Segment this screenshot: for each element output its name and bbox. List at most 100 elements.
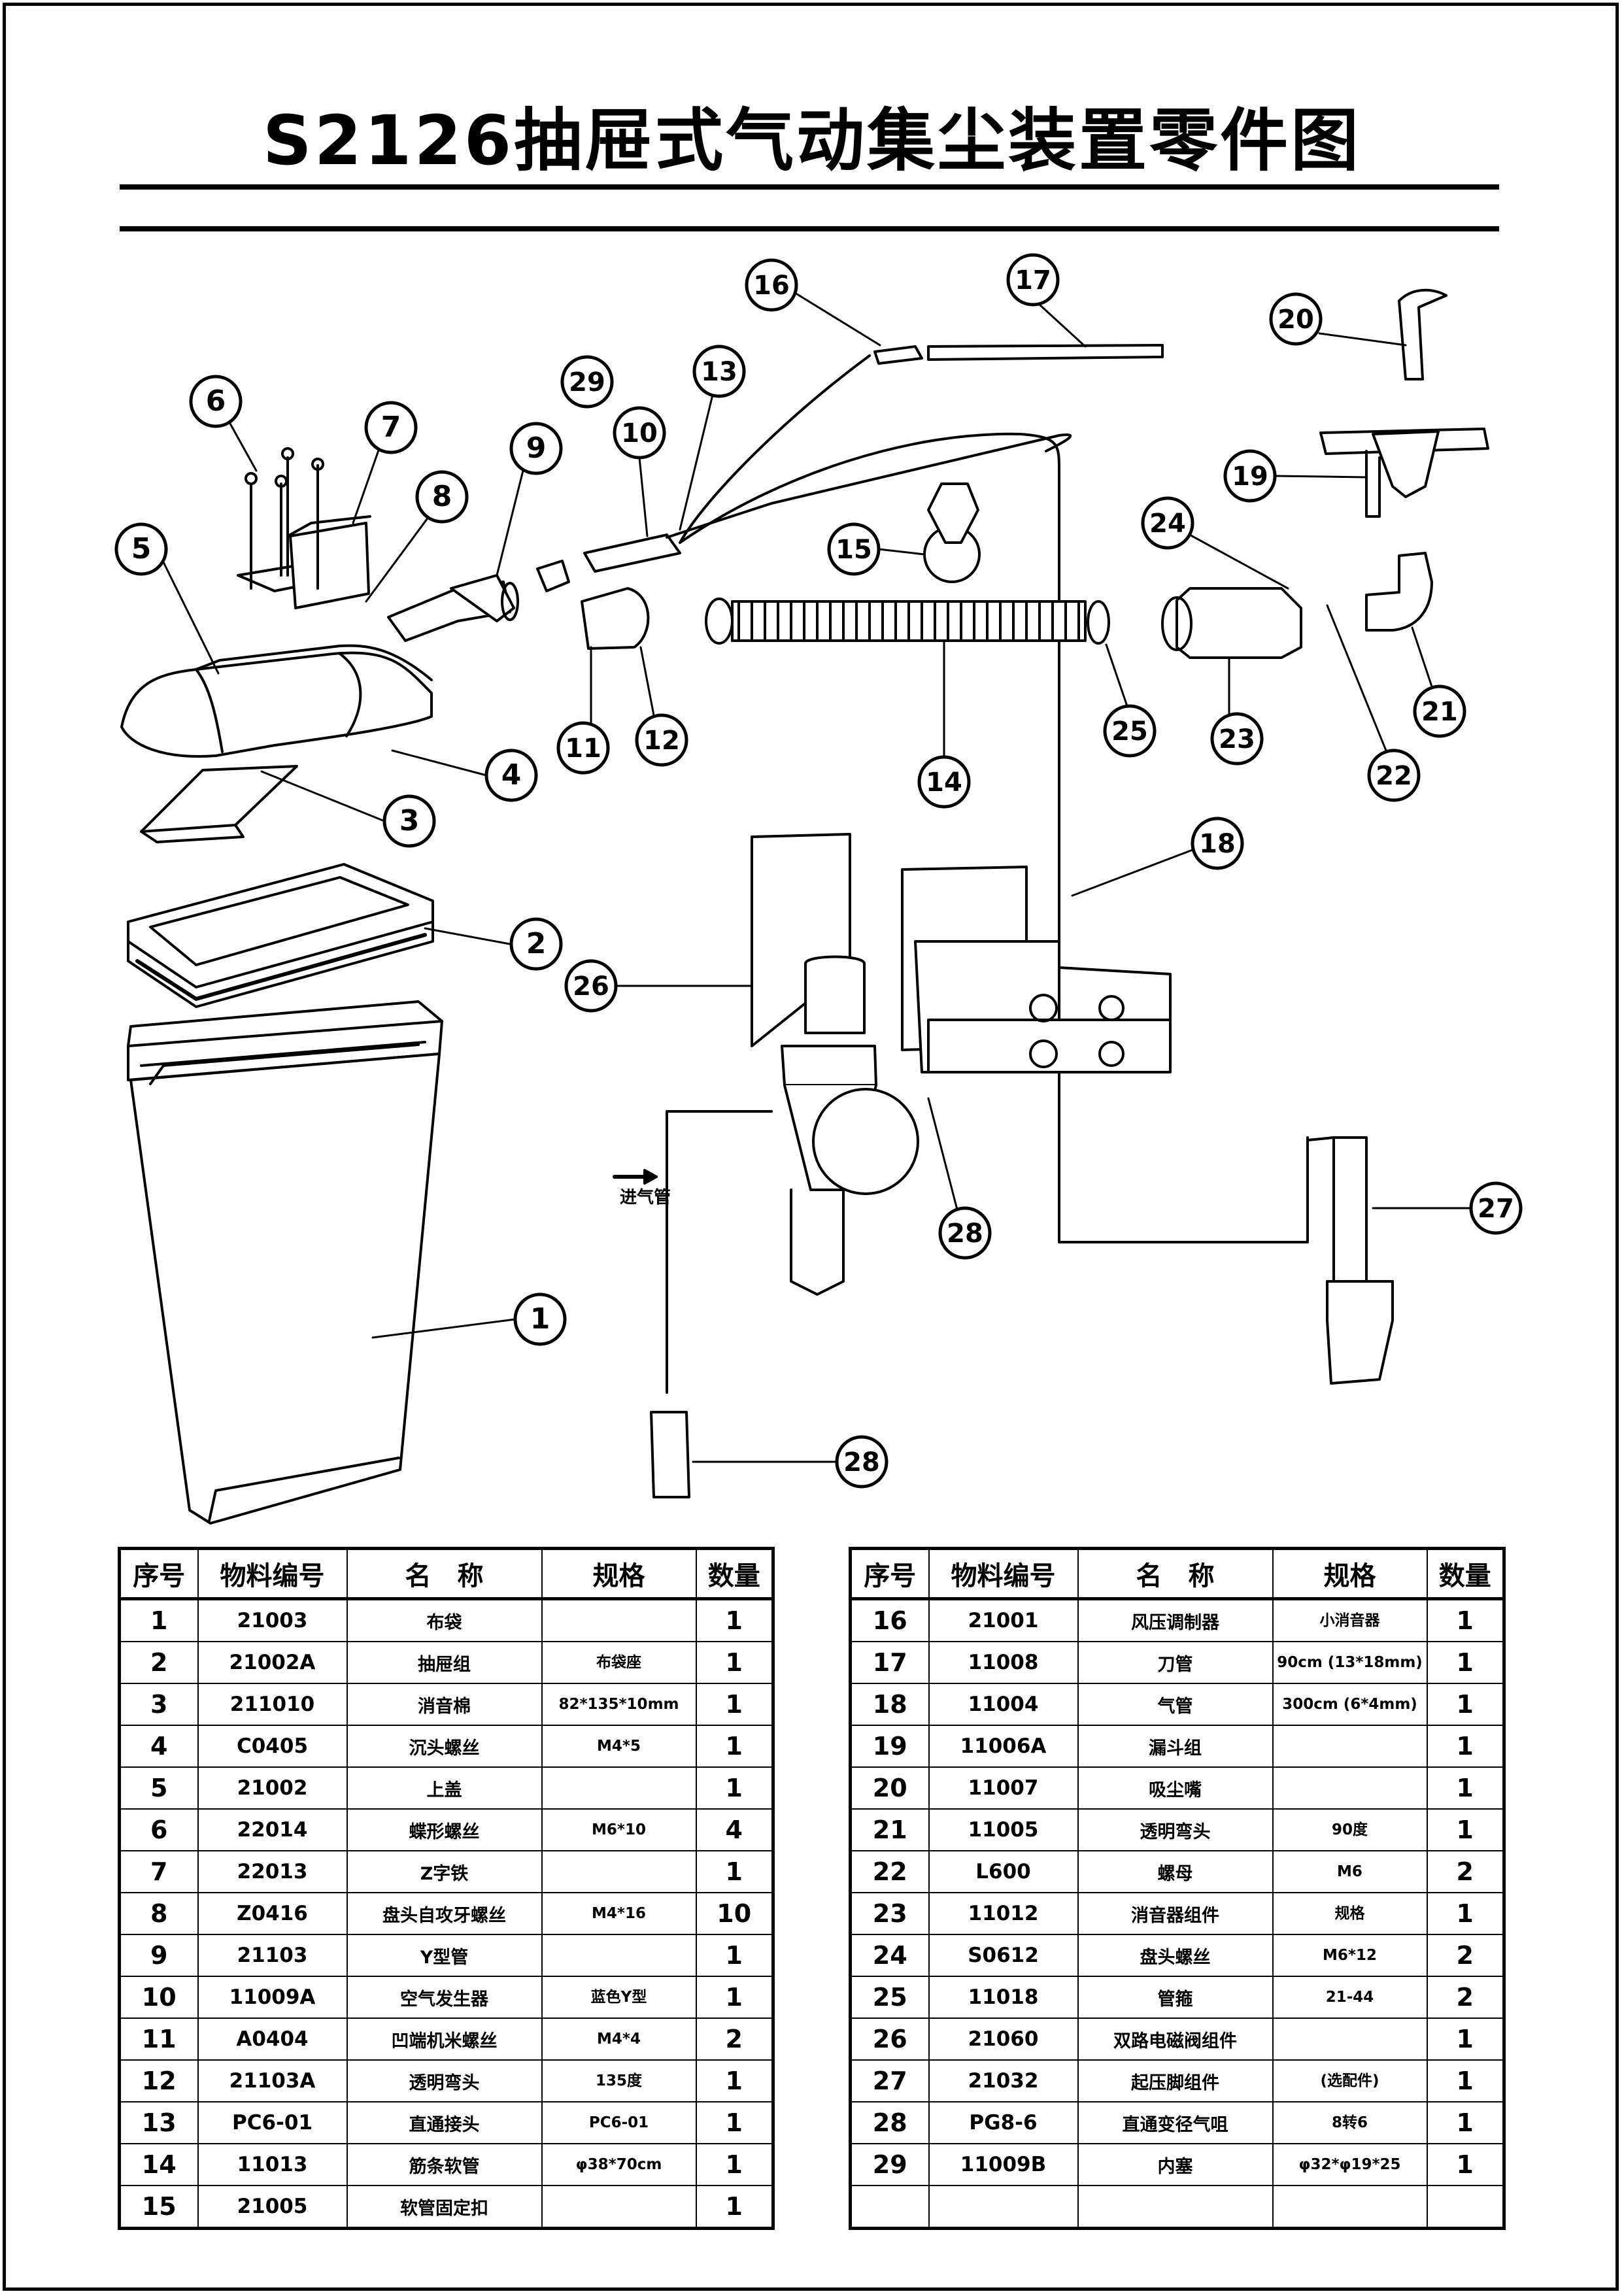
cell-seq: 18: [849, 1683, 930, 1726]
cell-name: 盘头螺丝: [1077, 1934, 1274, 1977]
cell-name: 漏斗组: [1077, 1725, 1274, 1768]
cell-spec: PC6-01: [541, 2101, 697, 2144]
callout-4: 4: [484, 749, 538, 802]
page-border: [3, 3, 1619, 2291]
cell-code: A0404: [197, 2017, 348, 2061]
cell-seq: 24: [849, 1934, 930, 1977]
callout-7: 7: [364, 401, 418, 454]
title-rule-top: [120, 184, 1499, 190]
cell-name: 筋条软管: [346, 2143, 543, 2186]
cell-seq: 4: [118, 1725, 199, 1768]
cell-seq: 23: [849, 1892, 930, 1935]
callout-circle: [1141, 496, 1194, 550]
cell-spec: [1272, 2185, 1428, 2229]
part-sound-foam: [140, 765, 298, 833]
callout-circle: [189, 375, 243, 428]
cell-code: 22014: [197, 1808, 348, 1851]
cell-qty: 1: [1426, 1892, 1505, 1935]
cell-code: S0612: [928, 1934, 1079, 1977]
header-spec: 规格: [1272, 1547, 1428, 1600]
cell-code: 21103A: [197, 2059, 348, 2102]
header-code: 物料编号: [928, 1547, 1079, 1600]
cell-spec: [541, 1766, 697, 1810]
callout-3: 3: [382, 794, 436, 848]
callout-circle: [827, 522, 881, 576]
title-rule-bottom: [120, 226, 1499, 231]
part-air-hose: [679, 354, 871, 544]
cell-spec: 135度: [541, 2059, 697, 2102]
cell-spec: 小消音器: [1272, 1598, 1428, 1642]
cell-spec: [541, 2185, 697, 2229]
cell-name: 透明弯头: [1077, 1808, 1274, 1851]
callout-27: 27: [1469, 1181, 1523, 1235]
cell-spec: 90度: [1272, 1808, 1428, 1851]
cell-qty: 2: [1426, 1934, 1505, 1977]
cell-qty: 2: [1426, 1850, 1505, 1893]
cell-qty: 1: [695, 2101, 774, 2144]
cell-name: 盘头自攻牙螺丝: [346, 1892, 543, 1935]
cell-seq: 29: [849, 2143, 930, 2186]
header-name: 名 称: [1077, 1547, 1274, 1600]
header-qty: 数量: [695, 1547, 774, 1600]
cell-code: C0405: [197, 1725, 348, 1768]
callout-number: 7: [381, 411, 401, 444]
cell-name: 消音棉: [346, 1683, 543, 1726]
cell-seq: 10: [118, 1976, 199, 2019]
cell-seq: 21: [849, 1808, 930, 1851]
cell-seq: 26: [849, 2017, 930, 2061]
cell-name: 管箍: [1077, 1976, 1274, 2019]
cell-seq: 25: [849, 1976, 930, 2019]
leader-lines: [162, 292, 1472, 1463]
callout-circle: [613, 406, 666, 460]
callout-24: 24: [1141, 496, 1194, 550]
inlet-label: 进气管: [620, 1187, 671, 1207]
callout-number: 3: [399, 804, 420, 837]
cell-qty: 10: [695, 1892, 774, 1935]
cell-code: 21003: [197, 1598, 348, 1642]
callout-circle: [917, 755, 971, 809]
cell-name: 抽屉组: [346, 1641, 543, 1684]
cell-name: Y型管: [346, 1934, 543, 1977]
callout-11: 11: [556, 721, 610, 775]
callout-21: 21: [1413, 684, 1466, 738]
cell-seq: 19: [849, 1725, 930, 1768]
cell-seq: 9: [118, 1934, 199, 1977]
cell-seq: 16: [849, 1598, 930, 1642]
callout-circle: [382, 794, 436, 848]
callout-25: 25: [1103, 704, 1157, 758]
cell-code: 21001: [928, 1598, 1079, 1642]
callout-2: 2: [509, 917, 563, 971]
cell-seq: 11: [118, 2017, 199, 2061]
callout-number: 18: [1199, 829, 1236, 859]
cell-name: 风压调制器: [1077, 1598, 1274, 1642]
callout-number: 26: [573, 971, 609, 1002]
cell-code: L600: [928, 1850, 1079, 1893]
part-z-bracket: [237, 515, 371, 609]
cell-spec: 8转6: [1272, 2101, 1428, 2144]
cell-name: 空气发生器: [346, 1976, 543, 2019]
part-cloth-bag: [127, 1000, 443, 1525]
callout-circle: [556, 721, 610, 775]
callout-9: 9: [509, 422, 563, 475]
table-header-row: 序号 物料编号 名 称 规格 数量: [849, 1547, 1505, 1600]
callout-number: 25: [1111, 717, 1148, 747]
cell-seq: 20: [849, 1766, 930, 1810]
callout-circle: [564, 959, 618, 1013]
callout-circle: [1469, 1181, 1523, 1235]
table-header-row: 序号 物料编号 名 称 规格 数量: [118, 1547, 774, 1600]
part-plug: [536, 560, 570, 592]
cell-spec: (选配件): [1272, 2059, 1428, 2102]
callout-12: 12: [635, 713, 688, 767]
cell-spec: φ38*70cm: [541, 2143, 697, 2186]
part-air-tube: [666, 433, 1072, 539]
